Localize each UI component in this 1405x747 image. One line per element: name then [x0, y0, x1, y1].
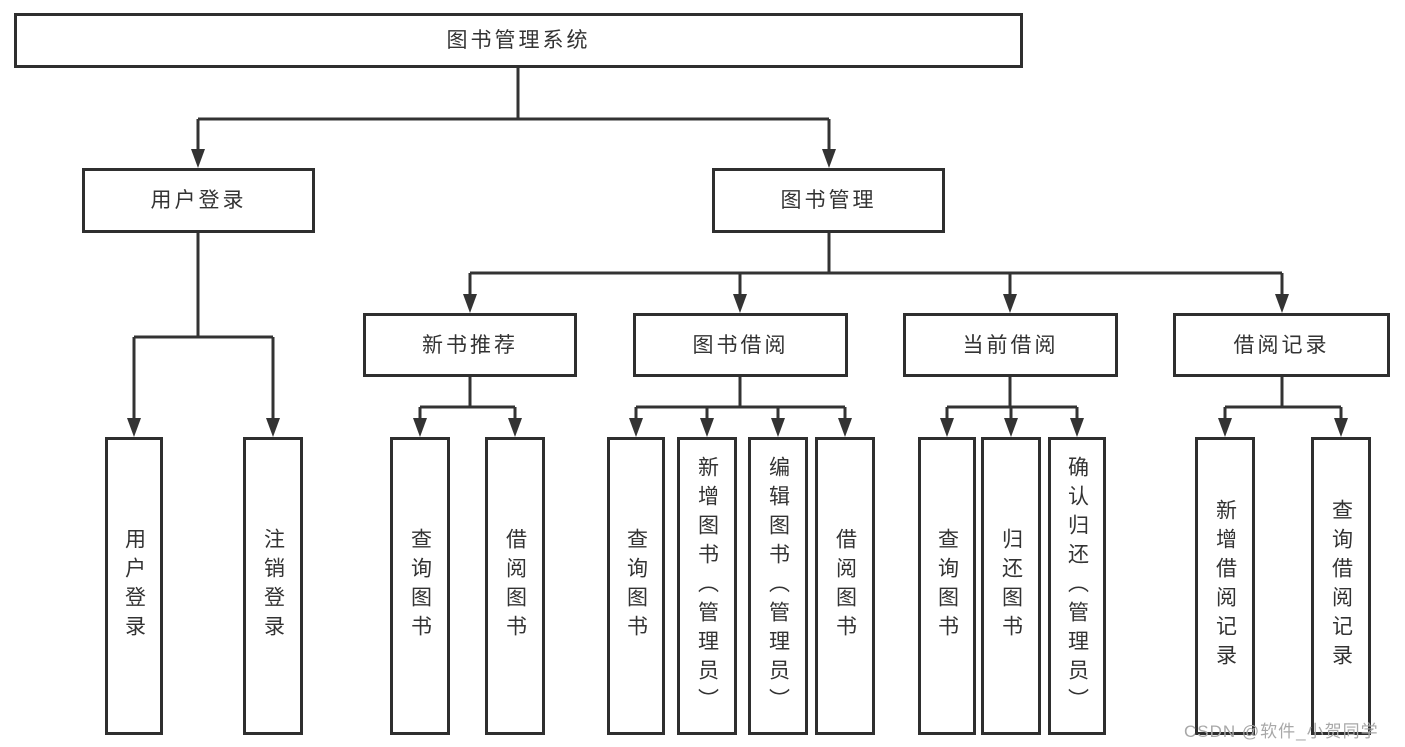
- csdn-watermark: CSDN @软件_小贺同学: [1184, 722, 1379, 741]
- node-search-books-borrowing: 查询图书: [607, 437, 665, 735]
- node-new-book-recommend: 新书推荐: [363, 313, 577, 377]
- node-borrow-records: 借阅记录: [1173, 313, 1390, 377]
- node-root-system: 图书管理系统: [14, 13, 1023, 68]
- node-confirm-return-admin-label: 确认归还（管理员）: [1065, 455, 1089, 717]
- node-borrow-books-recommend: 借阅图书: [485, 437, 545, 735]
- node-borrow-books-borrowing-label: 借阅图书: [833, 528, 857, 644]
- node-user-login-leaf-label: 用户登录: [122, 528, 146, 644]
- node-logout: 注销登录: [243, 437, 303, 735]
- node-edit-books-admin: 编辑图书（管理员）: [748, 437, 808, 735]
- node-logout-label: 注销登录: [261, 528, 285, 644]
- node-edit-books-admin-label: 编辑图书（管理员）: [766, 455, 790, 717]
- node-book-management-module: 图书管理: [712, 168, 945, 233]
- node-search-books-recommend: 查询图书: [390, 437, 450, 735]
- node-search-books-current-label: 查询图书: [935, 528, 959, 644]
- node-root-system-label: 图书管理系统: [446, 29, 591, 52]
- node-borrow-books-borrowing: 借阅图书: [815, 437, 875, 735]
- node-search-borrow-record-label: 查询借阅记录: [1329, 499, 1353, 673]
- node-add-borrow-record-label: 新增借阅记录: [1213, 499, 1237, 673]
- node-search-books-recommend-label: 查询图书: [408, 528, 432, 644]
- node-search-borrow-record: 查询借阅记录: [1311, 437, 1371, 735]
- node-return-books: 归还图书: [981, 437, 1041, 735]
- node-user-login-module: 用户登录: [82, 168, 315, 233]
- node-user-login-leaf: 用户登录: [105, 437, 163, 735]
- node-confirm-return-admin: 确认归还（管理员）: [1048, 437, 1106, 735]
- node-borrow-books-recommend-label: 借阅图书: [503, 528, 527, 644]
- node-new-book-recommend-label: 新书推荐: [422, 333, 518, 357]
- node-current-borrowing: 当前借阅: [903, 313, 1118, 377]
- node-book-borrowing: 图书借阅: [633, 313, 848, 377]
- node-add-books-admin: 新增图书（管理员）: [677, 437, 737, 735]
- node-add-borrow-record: 新增借阅记录: [1195, 437, 1255, 735]
- node-search-books-current: 查询图书: [918, 437, 976, 735]
- node-current-borrowing-label: 当前借阅: [962, 333, 1059, 357]
- node-return-books-label: 归还图书: [999, 528, 1023, 644]
- node-book-management-module-label: 图书管理: [780, 189, 877, 212]
- node-book-borrowing-label: 图书借阅: [692, 333, 789, 357]
- node-borrow-records-label: 借阅记录: [1233, 333, 1330, 357]
- node-user-login-module-label: 用户登录: [150, 189, 247, 212]
- node-add-books-admin-label: 新增图书（管理员）: [695, 455, 719, 717]
- node-search-books-borrowing-label: 查询图书: [624, 528, 648, 644]
